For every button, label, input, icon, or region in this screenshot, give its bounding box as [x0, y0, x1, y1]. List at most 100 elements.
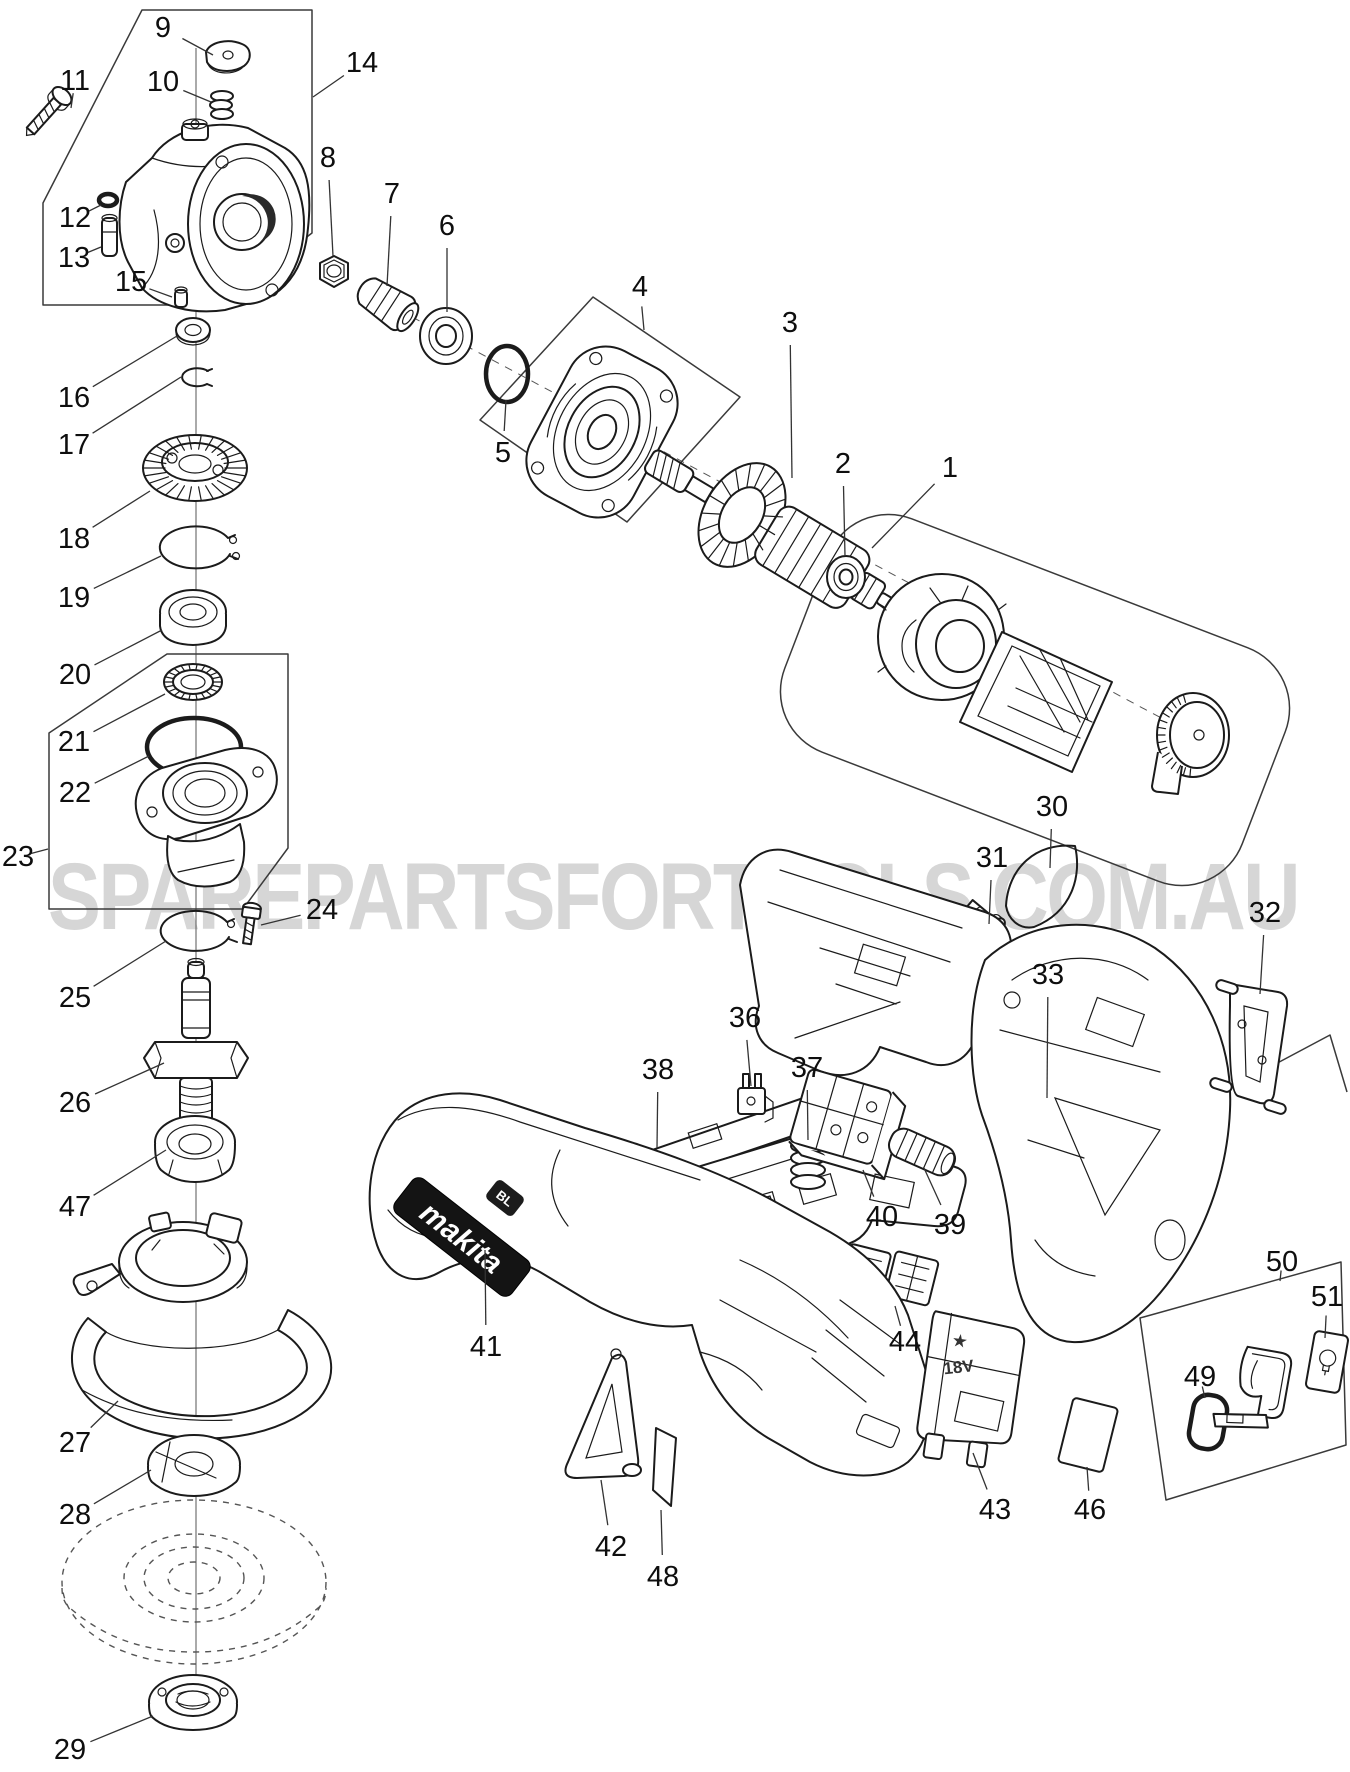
tick-line [155, 445, 174, 456]
gear-housing-cluster [25, 40, 349, 313]
part-label-49: 49 [1184, 1361, 1216, 1393]
tick-line [164, 440, 179, 453]
housing-right-cluster [739, 844, 1289, 1344]
tick-line [180, 664, 186, 672]
tick-line [209, 671, 218, 677]
leader-line-37 [806, 1089, 809, 1141]
leader-line-47 [93, 1149, 167, 1196]
stator-1-drawing [877, 573, 1007, 701]
tick-line [1182, 693, 1187, 703]
tick-line [221, 452, 242, 460]
tick-line [188, 693, 191, 701]
star-icon: ★ [950, 1330, 969, 1353]
sticker-48-drawing [652, 1427, 677, 1507]
part-label-9: 9 [155, 12, 171, 44]
leader-line-27 [90, 1400, 119, 1429]
part-callout-18: 18 [58, 490, 151, 555]
leader-line-16 [92, 335, 178, 388]
tick-line [759, 470, 777, 493]
part-label-24: 24 [306, 894, 338, 926]
needle-bearing-21-drawing [163, 663, 223, 701]
tick-line [216, 445, 235, 456]
tick-line [195, 663, 198, 671]
spindle-26-drawing [143, 957, 249, 1128]
tick-line [1176, 764, 1182, 774]
terminal-36-drawing [737, 1073, 774, 1123]
oring-5-drawing [483, 343, 531, 405]
part-label-8: 8 [320, 142, 336, 174]
part-label-21: 21 [58, 726, 90, 758]
lamp-assembly-drawing [1212, 1345, 1293, 1429]
part-callout-28: 28 [59, 1469, 152, 1531]
tick-line [732, 541, 738, 567]
handle-housing-41-cluster: makita BL [368, 1092, 931, 1507]
tick-line [173, 667, 181, 674]
part-callout-4: 4 [632, 271, 648, 331]
part-callout-20: 20 [59, 629, 163, 691]
leader-line-50 [1279, 1270, 1282, 1282]
leader-line-48 [660, 1509, 663, 1556]
tick-line [762, 515, 784, 518]
leader-line-24 [260, 914, 301, 926]
tick-line [164, 676, 175, 680]
leader-line-49 [1201, 1386, 1206, 1399]
tick-line [744, 538, 750, 562]
tick-line [1161, 752, 1170, 758]
part-callout-10: 10 [147, 66, 212, 103]
part-label-11: 11 [60, 65, 90, 97]
tick-line [198, 434, 202, 450]
stand-42-drawing [564, 1348, 642, 1479]
inner-flange-28-drawing [147, 1434, 241, 1497]
part-label-10: 10 [147, 66, 179, 98]
leader-line-3 [789, 344, 793, 479]
sleeve-47-drawing [154, 1115, 236, 1183]
tick-line [198, 486, 202, 502]
part-label-46: 46 [1074, 1494, 1106, 1526]
leader-line-12 [86, 204, 102, 213]
part-callout-8: 8 [320, 142, 336, 257]
tick-line [746, 463, 752, 489]
tick-line [211, 676, 222, 680]
tick-line [753, 463, 766, 489]
leader-line-21 [93, 693, 166, 733]
leader-line-29 [90, 1715, 154, 1743]
part-callout-33: 33 [1032, 959, 1064, 1099]
part-label-14: 14 [346, 47, 378, 79]
tick-line [188, 663, 191, 671]
part-label-1: 1 [942, 452, 958, 484]
leader-line-14 [312, 74, 345, 98]
leader-line-19 [93, 555, 162, 589]
bearing-plate-4-drawing [525, 345, 679, 519]
part-callout-5: 5 [495, 399, 511, 469]
part-callout-36: 36 [729, 1002, 761, 1087]
tick-line [176, 485, 185, 500]
tick-line [168, 671, 177, 677]
tick-line [707, 537, 725, 560]
tick-line [764, 498, 787, 507]
part-callout-37: 37 [791, 1052, 823, 1141]
leader-line-2 [842, 485, 846, 557]
bearing-2-drawing [826, 555, 866, 599]
tick-line [720, 479, 732, 498]
part-label-37: 37 [791, 1052, 823, 1084]
bearing-box-drawing [134, 747, 278, 888]
part-label-28: 28 [59, 1499, 91, 1531]
leader-line-10 [183, 89, 212, 103]
leader-line-15 [149, 288, 173, 298]
tick-line [205, 667, 213, 674]
tick-line [718, 541, 731, 567]
part-callout-51: 51 [1311, 1281, 1343, 1339]
part-callout-9: 9 [155, 12, 214, 56]
tick-line [176, 436, 185, 451]
tick-line [211, 684, 222, 688]
tick-line [143, 471, 167, 477]
part-label-30: 30 [1036, 791, 1068, 823]
tick-line [155, 480, 174, 491]
tick-line [211, 483, 226, 496]
tick-line [164, 684, 175, 688]
pin-15-drawing [174, 286, 188, 308]
oring-12-drawing [96, 191, 120, 209]
part-callout-3: 3 [782, 307, 798, 479]
part-callout-31: 31 [976, 842, 1008, 925]
